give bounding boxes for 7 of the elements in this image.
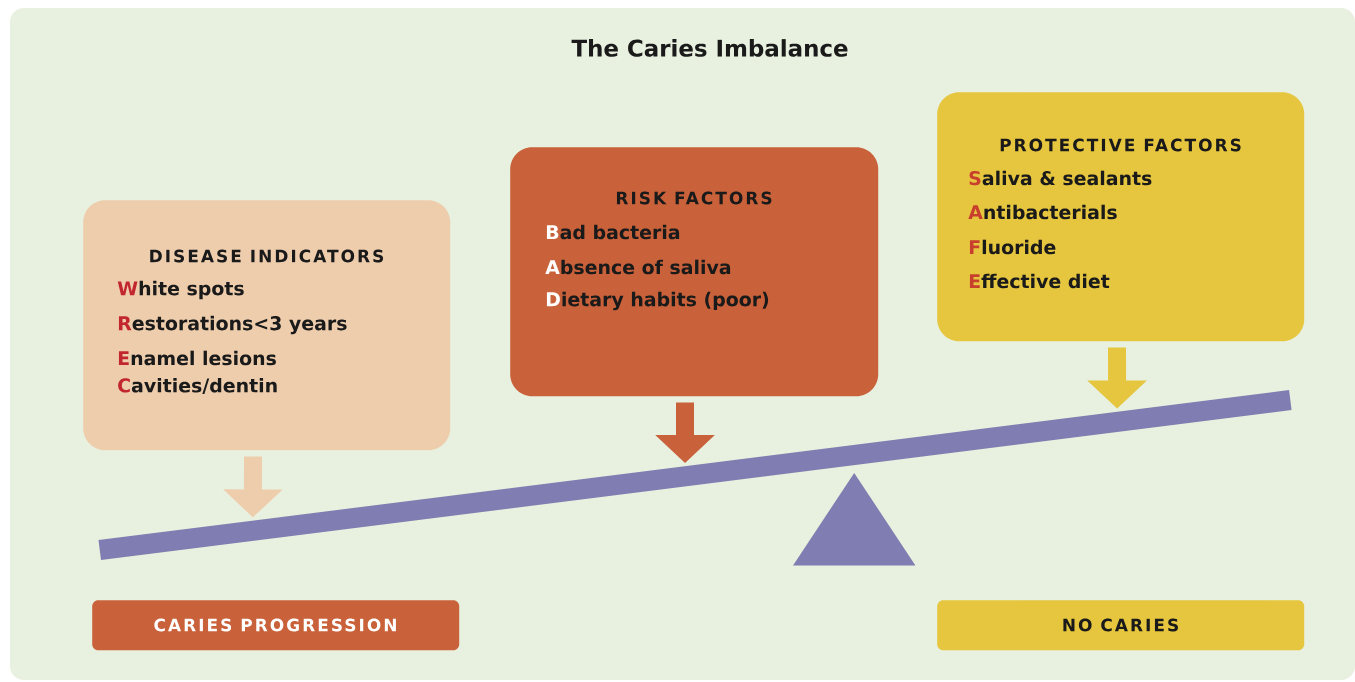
outcome-box: NO CARIES — [937, 600, 1305, 651]
factor-box: PROTECTIVE FACTORS Saliva & sealants Antibacterials Fluoride Effective diet — [937, 92, 1305, 342]
diagram-title: The Caries Imbalance — [571, 39, 848, 57]
outcome-box: CARIES PROGRESSION — [92, 600, 460, 651]
factor-box: RISK FACTORS Bad bacteria Absence of saliva Dietary habits (poor) — [510, 147, 879, 397]
factor-box: DISEASE INDICATORS White spots Restorations<3 years Enamel lesions Cavities/dentin — [83, 200, 451, 451]
fulcrum-triangle — [793, 473, 916, 566]
